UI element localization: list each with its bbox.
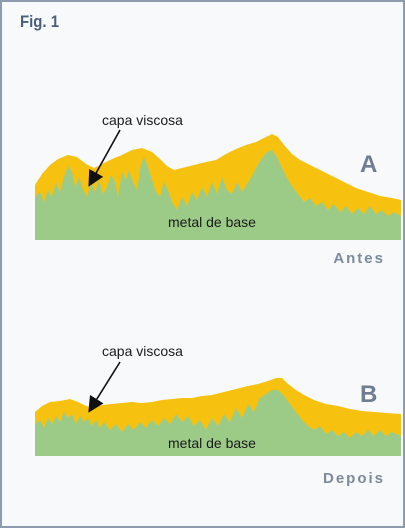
base-metal-b [35, 390, 401, 456]
arrow-icon [88, 129, 121, 187]
base-label-a: metal de base [168, 214, 256, 230]
figure-title: Fig. 1 [20, 12, 60, 31]
caption-after: Depois [322, 470, 385, 487]
panel-b-diagram: capa viscosa metal de base B [35, 343, 401, 456]
arrow-icon [88, 361, 121, 413]
caption-before: Antes [333, 250, 385, 267]
panel-a-diagram: capa viscosa metal de base A [35, 112, 401, 240]
layer-label-b: capa viscosa [102, 343, 183, 359]
panel-letter-a: A [360, 151, 377, 178]
panel-letter-b: B [360, 381, 377, 408]
base-label-b: metal de base [168, 435, 256, 451]
layer-label-a: capa viscosa [102, 112, 183, 128]
base-metal-a [35, 150, 401, 240]
